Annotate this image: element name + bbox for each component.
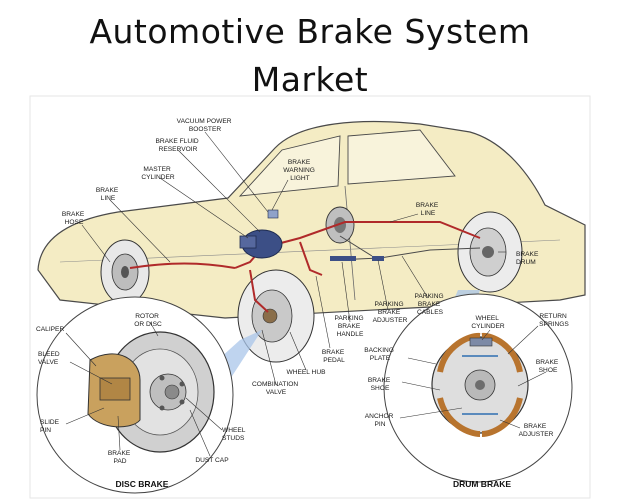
disc-brake-detail — [36, 296, 234, 494]
label-brake-fluid-reservoir: BRAKE FLUID RESERVOIR — [155, 138, 200, 153]
label-brake-pedal: BRAKE PEDAL — [322, 349, 346, 364]
front-left-wheel — [100, 239, 150, 305]
drum-brake-detail — [383, 293, 573, 483]
car-windshield — [238, 135, 341, 197]
label-vacuum-power-booster: VACUUM POWER BOOSTER — [177, 118, 234, 133]
label-master-cylinder: MASTER CYLINDER — [141, 166, 175, 181]
rear-right-wheel — [457, 211, 523, 293]
brake-lines — [129, 221, 481, 313]
label-parking-brake-handle: PARKING BRAKE HANDLE — [334, 315, 365, 338]
caption-drum-brake: DRUM BRAKE — [453, 479, 511, 489]
label-wheel-cylinder: WHEEL CYLINDER — [471, 315, 505, 330]
label-combination-valve: COMBINATION VALVE — [252, 381, 300, 396]
label-brake-shoe-right: BRAKE SHOE — [536, 359, 560, 374]
label-parking-brake-adjuster: PARKING BRAKE ADJUSTER — [373, 301, 408, 324]
label-return-springs: RETURN SPRINGS — [539, 313, 569, 328]
front-right-wheel — [237, 269, 315, 363]
label-wheel-studs: WHEEL STUDS — [222, 427, 247, 442]
label-bleed-valve: BLEED VALVE — [38, 351, 61, 366]
label-caliper: CALIPER — [36, 326, 64, 333]
parking-brake-adjuster — [372, 256, 384, 261]
label-brake-drum: BRAKE DRUM — [516, 251, 540, 266]
label-brake-pad: BRAKE PAD — [108, 450, 132, 465]
title-line-1: Automotive Brake System — [89, 12, 531, 51]
label-brake-adjuster: BRAKE ADJUSTER — [519, 423, 554, 438]
title-line-2: Market — [251, 60, 369, 99]
label-dust-cap: DUST CAP — [195, 457, 229, 464]
label-rotor-or-disc: ROTOR OR DISC — [134, 313, 162, 328]
vacuum-power-booster — [239, 209, 283, 259]
car-door-line — [344, 185, 356, 301]
car-side-window — [347, 129, 456, 185]
label-backing-plate: BACKING PLATE — [364, 347, 396, 362]
label-parking-brake-cables: PARKING BRAKE CABLES — [414, 293, 445, 316]
label-wheel-hub: WHEEL HUB — [287, 369, 327, 376]
label-slide-pin: SLIDE PIN — [40, 419, 61, 434]
label-brake-warning-light: BRAKE WARNING LIGHT — [283, 159, 316, 182]
caption-disc-brake: DISC BRAKE — [116, 479, 169, 489]
label-brake-hose: BRAKE HOSE — [62, 211, 86, 226]
parking-brake-handle — [330, 256, 356, 261]
parking-brake-cables — [334, 235, 481, 261]
label-brake-line-left: BRAKE LINE — [96, 187, 120, 202]
label-anchor-pin: ANCHOR PIN — [365, 413, 395, 428]
label-brake-line-right: BRAKE LINE — [416, 202, 440, 217]
leader-lines — [65, 131, 547, 457]
rear-left-drum — [325, 206, 355, 244]
label-brake-shoe-left: BRAKE SHOE — [368, 377, 392, 392]
